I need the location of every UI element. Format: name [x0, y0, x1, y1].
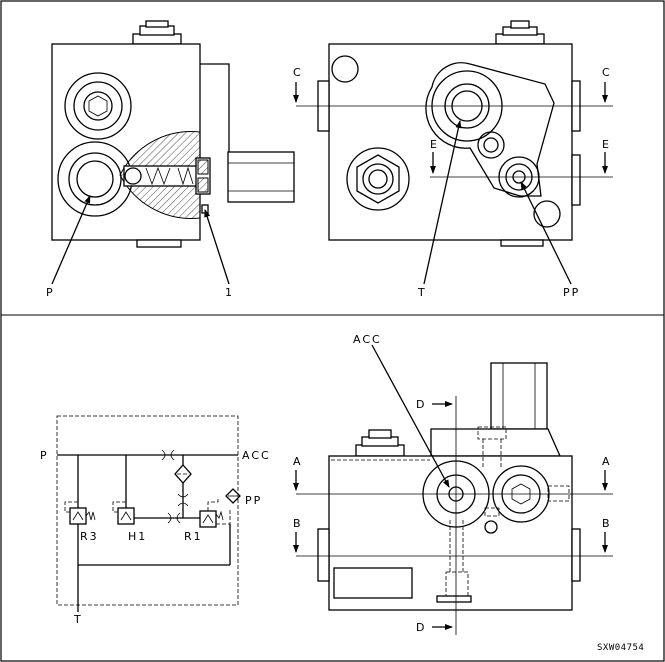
top-left-view: P 1: [46, 20, 295, 299]
item-1-label: 1: [225, 286, 234, 299]
section-b-left-label: B: [293, 517, 303, 530]
section-b-right-label: B: [602, 517, 612, 530]
bottom-right-view: A A B B D D ACC: [293, 333, 613, 635]
schematic-port-acc-label: ACC: [242, 449, 271, 462]
section-e-right-label: E: [602, 138, 611, 151]
section-e-left-label: E: [430, 138, 439, 151]
valve-r1-label: R1: [184, 530, 203, 543]
section-a-right-label: A: [602, 455, 612, 468]
valve-r3-label: R3: [80, 530, 99, 543]
port-acc-label: ACC: [353, 333, 382, 346]
valve-h1-label: H1: [128, 530, 147, 543]
schematic-port-pp-label: PP: [245, 494, 262, 507]
port-p-label: P: [46, 286, 55, 299]
section-c-right-label: C: [602, 66, 612, 79]
port-pp-label: PP: [563, 286, 580, 299]
port-t-label: T: [417, 286, 427, 299]
schematic-port-p-label: P: [40, 449, 49, 462]
top-right-view: C C E E T PP: [293, 20, 613, 299]
section-c-left-label: C: [293, 66, 303, 79]
section-d-top-label: D: [416, 398, 426, 411]
section-d-bottom-label: D: [416, 621, 426, 634]
figure-code: SXW04754: [597, 643, 644, 653]
hydraulic-schematic: P ACC R3 H1 R1: [40, 415, 271, 626]
section-a-left-label: A: [293, 455, 303, 468]
schematic-port-t-label: T: [73, 613, 83, 626]
